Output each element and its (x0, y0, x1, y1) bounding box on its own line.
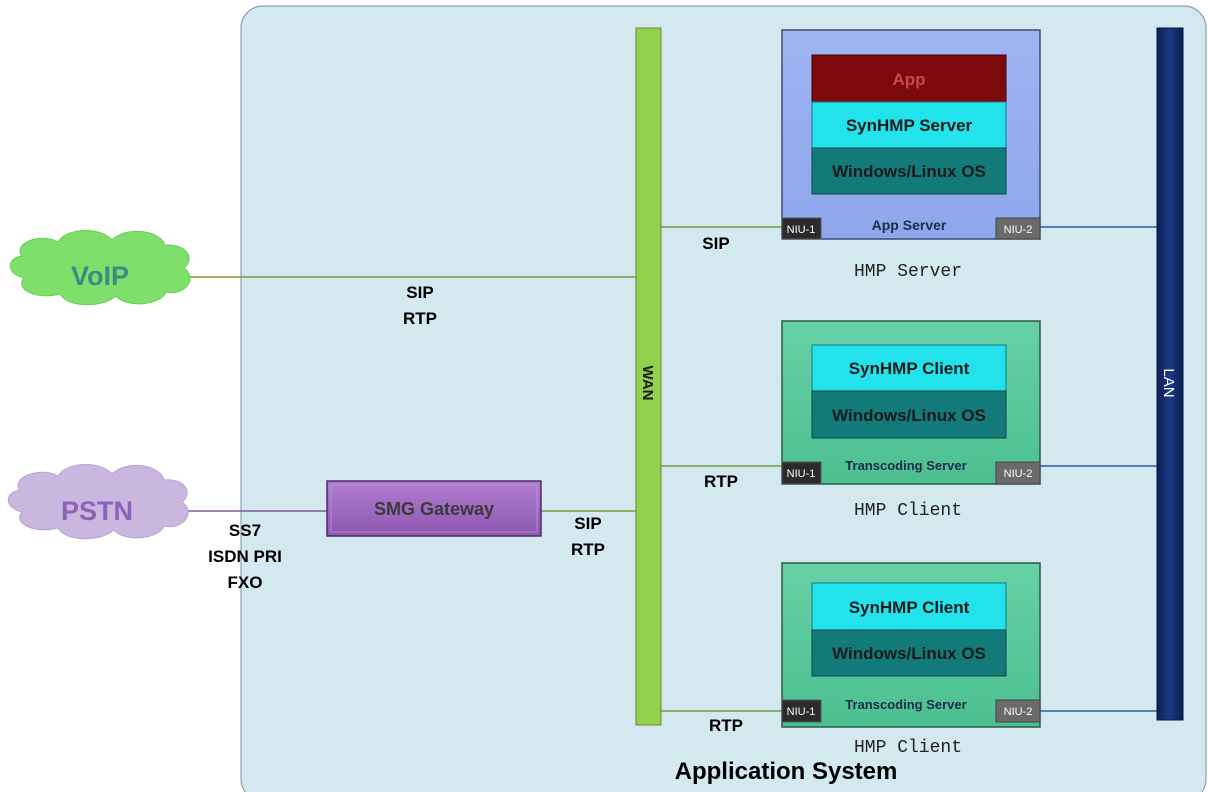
gateway-label: SMG Gateway (374, 499, 494, 519)
hmp-client-2: SynHMP Client Windows/Linux OS Transcodi… (781, 562, 1041, 728)
niu-1-port (781, 699, 822, 723)
gateway-proto-rtp: RTP (571, 540, 605, 559)
pstn-proto-ss7: SS7 (229, 521, 261, 540)
hmp-server: App SynHMP Server Windows/Linux OS App S… (781, 29, 1041, 240)
voip-proto-rtp: RTP (403, 309, 437, 328)
hmp-client-1: SynHMP Client Windows/Linux OS Transcodi… (781, 320, 1041, 485)
lan-bus (1156, 27, 1184, 721)
niu-1-port (781, 461, 822, 485)
server-name: Transcoding Server (845, 458, 966, 473)
synhmp-client-label: SynHMP Client (849, 359, 970, 378)
application-system-container (240, 5, 1207, 792)
server-name: Transcoding Server (845, 697, 966, 712)
server-link-sip: SIP (702, 234, 729, 253)
system-title: Application System (675, 758, 898, 785)
niu-2-label: NIU-2 (1004, 224, 1033, 236)
client1-link-rtp: RTP (704, 472, 738, 491)
voip-proto-sip: SIP (406, 283, 433, 302)
os-layer (811, 147, 1007, 195)
niu-1-port (781, 217, 822, 240)
niu-2-label: NIU-2 (1004, 706, 1033, 718)
wan-label: WAN (639, 366, 656, 401)
client2-link-rtp: RTP (709, 716, 743, 735)
niu-1-label: NIU-1 (787, 224, 816, 236)
server-name: App Server (872, 217, 947, 233)
voip-label: VoIP (71, 261, 129, 291)
niu-1-label: NIU-1 (787, 706, 816, 718)
os-layer (811, 390, 1007, 439)
synhmp-client-layer (811, 344, 1007, 392)
lan-label: LAN (1160, 368, 1177, 397)
synhmp-server-label: SynHMP Server (846, 116, 973, 135)
os-layer-label: Windows/Linux OS (832, 406, 986, 425)
synhmp-client-layer (811, 582, 1007, 631)
os-layer (811, 629, 1007, 677)
niu-2-port (995, 461, 1041, 485)
gateway-proto-sip: SIP (574, 514, 601, 533)
app-layer-label: App (892, 70, 925, 89)
niu-2-label: NIU-2 (1004, 468, 1033, 480)
niu-2-port (995, 699, 1041, 723)
os-layer-label: Windows/Linux OS (832, 644, 986, 663)
voip-cloud: VoIP (9, 229, 191, 306)
synhmp-server-layer (811, 101, 1007, 149)
hmp-server-caption: HMP Server (854, 262, 962, 282)
pstn-proto-isdn: ISDN PRI (208, 547, 282, 566)
pstn-cloud: PSTN (7, 463, 189, 540)
smg-gateway: SMG Gateway (326, 480, 542, 537)
synhmp-client-label: SynHMP Client (849, 598, 970, 617)
wan-bus (635, 27, 662, 726)
niu-1-label: NIU-1 (787, 468, 816, 480)
hmp-client-2-caption: HMP Client (854, 738, 962, 758)
niu-2-port (995, 217, 1041, 240)
os-layer-label: Windows/Linux OS (832, 162, 986, 181)
app-layer (811, 54, 1007, 103)
pstn-proto-fxo: FXO (228, 573, 263, 592)
hmp-client-1-caption: HMP Client (854, 501, 962, 521)
pstn-label: PSTN (61, 496, 133, 526)
